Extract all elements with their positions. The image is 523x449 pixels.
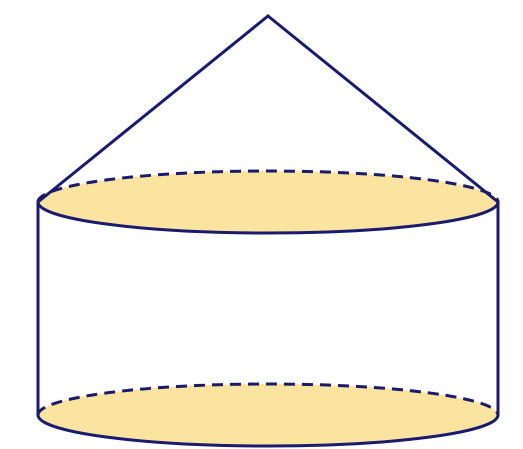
top-base-front-arc bbox=[36, 200, 500, 235]
top-base-back-arc bbox=[36, 169, 500, 203]
cone-left-edge bbox=[36, 14, 270, 204]
bottom-base-front-arc bbox=[36, 413, 500, 448]
bottom-base-fill bbox=[38, 384, 498, 446]
top-base-fill bbox=[38, 171, 498, 233]
bottom-base-back-arc bbox=[36, 382, 500, 416]
cone-right-edge bbox=[266, 14, 500, 204]
